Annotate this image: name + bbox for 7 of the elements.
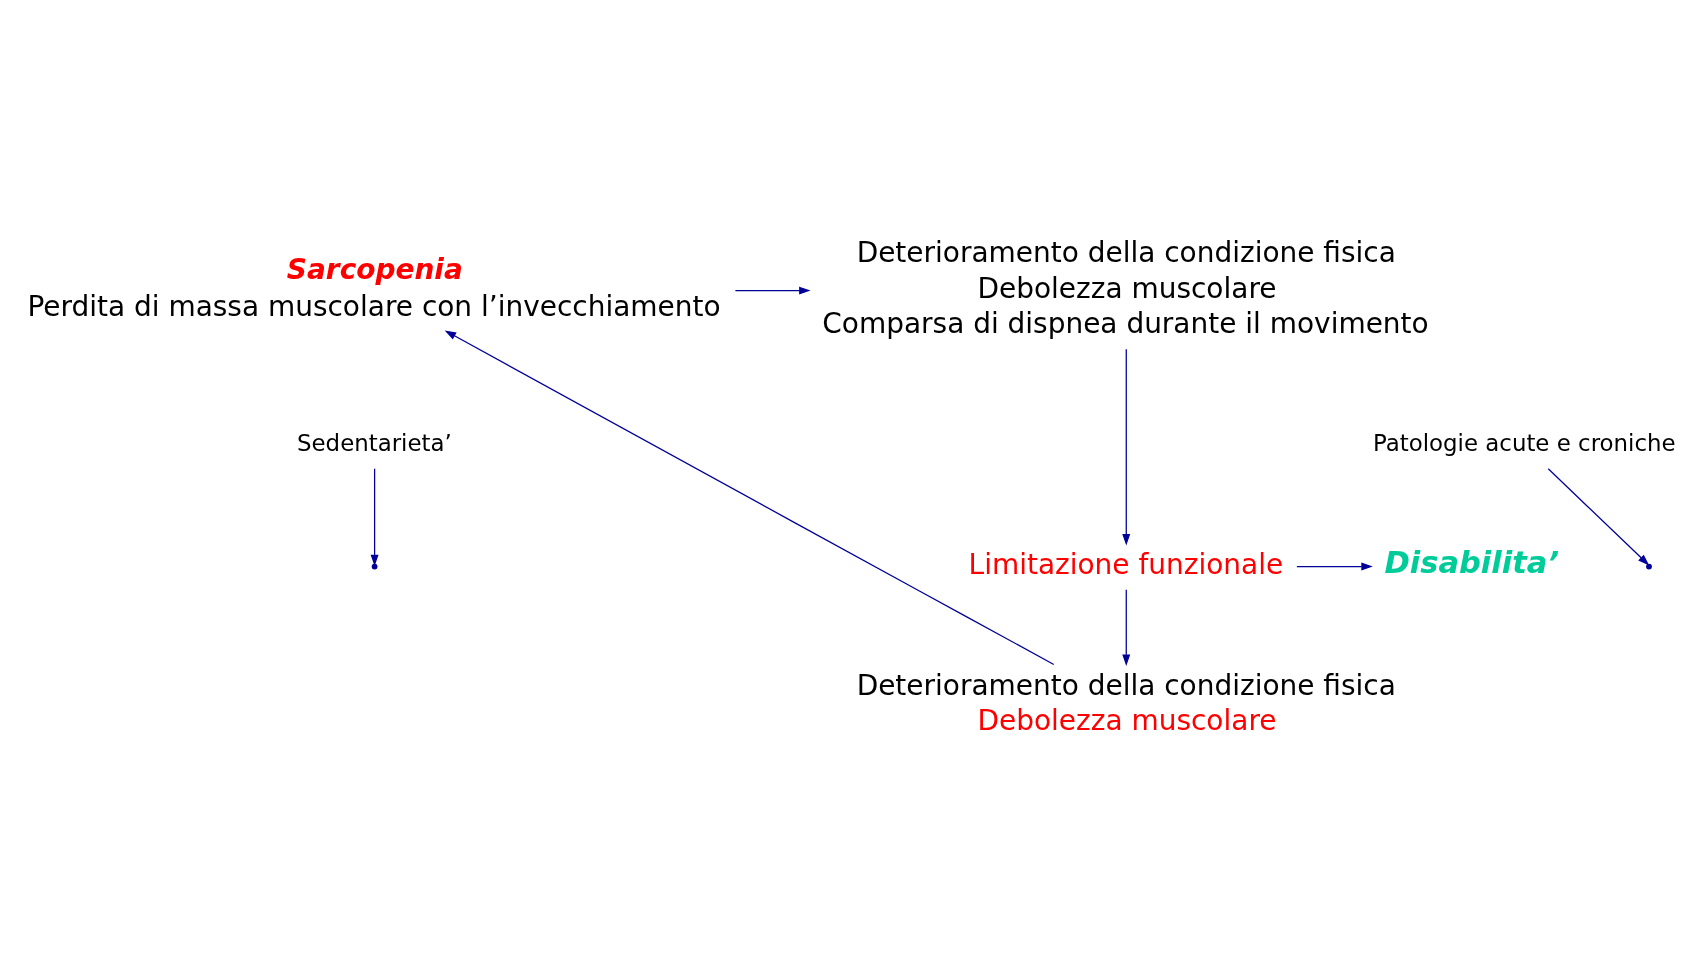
- node-text: Disabilita’: [1384, 545, 1559, 581]
- node-text: Deterioramento della condizione fisica Debolezza muscolare: [856, 668, 1396, 738]
- node-text: Sarcopenia Perdita di massa muscolare con l’invecchiamento: [27, 252, 721, 323]
- node-text: Limitazione funzionale: [968, 547, 1284, 581]
- node-text: Sedentarieta’: [297, 430, 452, 457]
- node-text: Patologie acute e croniche: [1373, 430, 1676, 457]
- node-text: Deterioramento della condizione fisica Debolezza muscolare Comparsa di dispnea durante il movimento: [822, 236, 1429, 341]
